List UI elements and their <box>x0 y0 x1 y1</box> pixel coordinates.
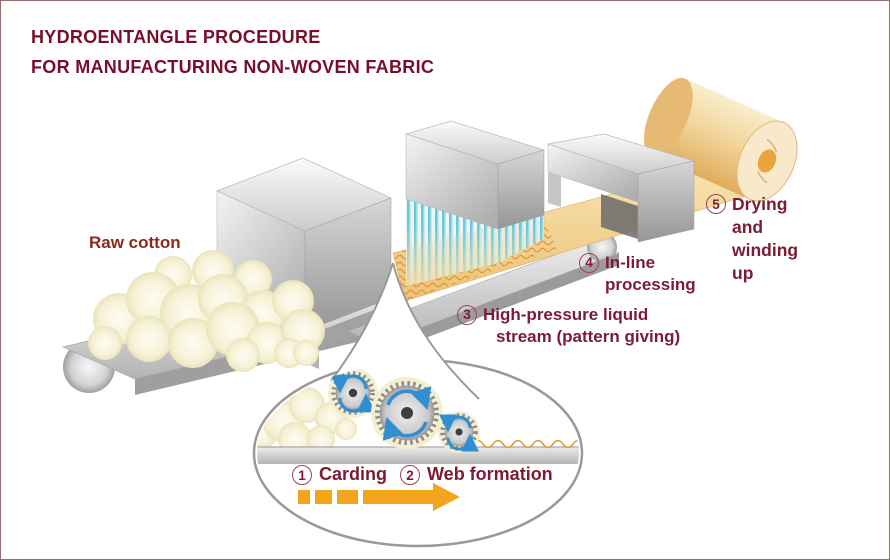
rotation-arrow <box>446 433 479 452</box>
formed-web-line <box>472 439 579 449</box>
title-line-2: FOR MANUFACTURING NON-WOVEN FABRIC <box>31 57 435 77</box>
rotation-arrow <box>386 386 432 411</box>
water-jets <box>406 199 544 286</box>
title-line-1: HYDROENTANGLE PROCEDURE <box>31 27 321 47</box>
label-raw-cotton: Raw cotton <box>89 233 181 252</box>
label-web-formation: Web formation <box>427 464 553 484</box>
roll-core-hole <box>757 149 777 173</box>
label-carding-web-formation: 1 Carding 2 Web formation <box>292 464 553 485</box>
step-2-badge: 2 <box>400 465 421 485</box>
tunnel-shadow <box>601 194 638 239</box>
step-4-badge: 4 <box>579 253 599 273</box>
flow-direction-arrow <box>298 483 460 511</box>
step-5-badge: 5 <box>706 194 726 214</box>
rotation-arrow <box>382 416 428 441</box>
inline-processing-unit <box>547 133 696 243</box>
carding-roller-small-right <box>438 411 480 453</box>
callout-content <box>257 368 579 511</box>
step-3-badge: 3 <box>457 305 477 325</box>
jet-head-unit <box>404 120 546 230</box>
rotation-arrow <box>439 414 472 433</box>
page-title: HYDROENTANGLE PROCEDURE FOR MANUFACTURIN… <box>31 22 434 82</box>
carding-roller-main <box>371 377 443 449</box>
raw-cotton-pile <box>88 250 325 372</box>
rotation-arrow <box>330 374 368 394</box>
inset-belt <box>257 447 579 464</box>
carding-roller-small-left <box>328 368 378 418</box>
label-carding: Carding <box>319 464 388 484</box>
step-1-badge: 1 <box>292 465 312 485</box>
rotation-arrow <box>338 393 376 413</box>
